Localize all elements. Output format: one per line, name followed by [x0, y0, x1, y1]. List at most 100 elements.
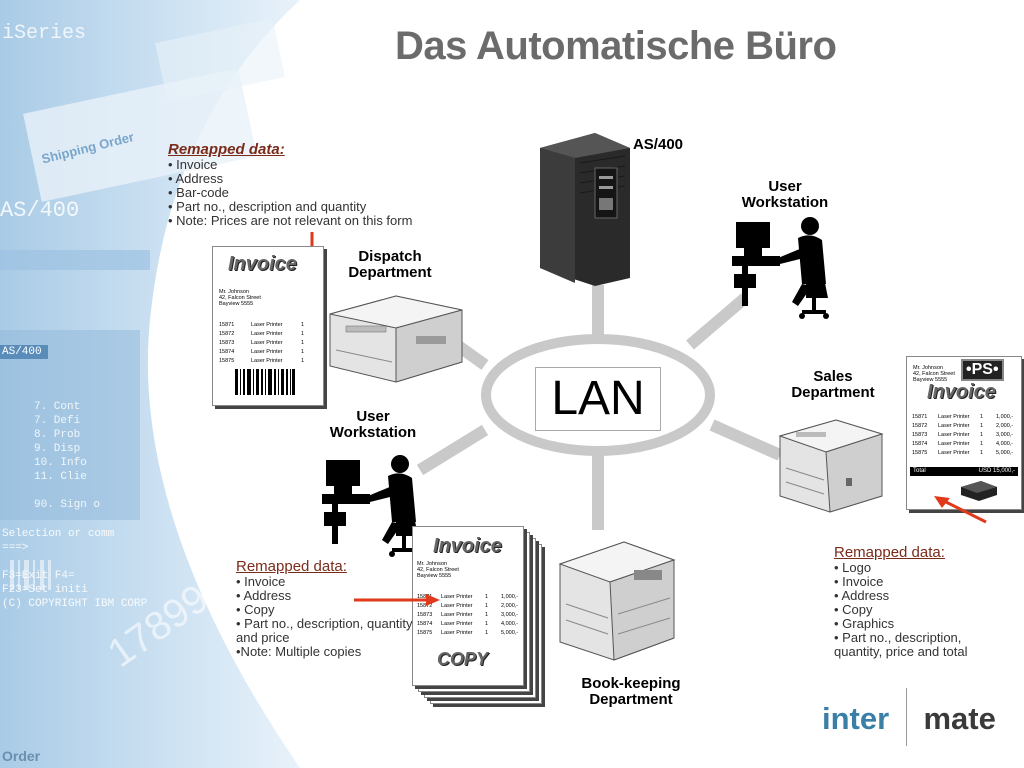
cell-qty: 1	[485, 603, 489, 609]
note-top-item: • Part no., description and quantity	[168, 199, 367, 214]
cell-qty: 1	[301, 340, 305, 346]
dispatch-printer-icon	[329, 295, 463, 383]
bg-menu-item: 10. Info	[34, 457, 87, 469]
address-line: Bayview 5555	[219, 301, 254, 307]
address-line: Mr. Johnson	[417, 561, 447, 567]
invoice-copy-address: Mr. Johnson 42, Falcon Street Bayview 55…	[417, 561, 459, 579]
note-bottom-item: • Copy	[236, 602, 275, 617]
note-top-heading: Remapped data:	[168, 141, 285, 158]
red-arrow-upleft-icon	[934, 496, 987, 524]
table-row: 15875 Laser Printer 1	[219, 357, 304, 366]
total-value: USD 15,000,-	[978, 468, 1015, 474]
table-row: 15871 Laser Printer 1 1,000,-	[417, 593, 518, 602]
cell-qty: 1	[301, 322, 305, 328]
bookkeeping-line1: Book-keeping	[581, 675, 681, 692]
sales-line1: Sales	[813, 368, 853, 385]
note-top: Remapped data: • Invoice • Address • Bar…	[168, 141, 468, 228]
user-workstation-left-line1: User	[356, 408, 390, 425]
as400-server-icon	[540, 133, 630, 286]
address-line: Mr. Johnson	[913, 365, 943, 371]
cell-qty: 1	[485, 621, 489, 627]
invoice-copy-title: Invoice	[433, 535, 502, 557]
bg-f3-line: F3=Exit F4=	[2, 570, 75, 582]
as400-label: AS/400	[632, 136, 684, 153]
cell-part: 15872	[219, 331, 235, 337]
cell-qty: 1	[980, 423, 984, 429]
barcode-icon	[235, 369, 295, 395]
invoice-sales: Mr. Johnson 42, Falcon Street Bayview 55…	[906, 356, 1022, 510]
address-line: Mr. Johnson	[219, 289, 249, 295]
cell-part: 15873	[912, 432, 928, 438]
cell-qty: 1	[485, 612, 489, 618]
cell-part: 15872	[912, 423, 928, 429]
cell-desc: Laser Printer	[938, 423, 970, 429]
cell-part: 15875	[417, 630, 433, 636]
cell-desc: Laser Printer	[441, 621, 473, 627]
invoice-dispatch-title: Invoice	[228, 253, 297, 275]
bg-copyright-line: (C) COPYRIGHT IBM CORP	[2, 598, 148, 610]
bg-selection-line: Selection or comm	[2, 528, 115, 540]
printer-graphic-icon	[961, 481, 997, 501]
cell-desc: Laser Printer	[938, 414, 970, 420]
user-workstation-top-label: User Workstation	[730, 179, 840, 211]
cell-desc: Laser Printer	[251, 358, 283, 364]
cell-part: 15871	[417, 594, 433, 600]
invoice-sales-address: Mr. Johnson 42, Falcon Street Bayview 55…	[913, 365, 955, 383]
cell-part: 15871	[219, 322, 235, 328]
dispatch-department-label: Dispatch Department	[335, 249, 445, 281]
cell-qty: 1	[485, 594, 489, 600]
invoice-sales-title: Invoice	[927, 381, 996, 403]
cell-desc: Laser Printer	[441, 603, 473, 609]
cell-part: 15873	[417, 612, 433, 618]
cell-desc: Laser Printer	[441, 612, 473, 618]
note-right-item: • Logo	[834, 560, 872, 575]
cell-desc: Laser Printer	[251, 340, 283, 346]
invoice-dispatch-address: Mr. Johnson 42, Falcon Street Bayview 55…	[219, 289, 261, 307]
note-top-item: • Address	[168, 171, 224, 186]
table-row: 15874 Laser Printer 1 4,000,-	[912, 440, 1013, 449]
bg-menu: 7. Cont 7. Defi 8. Prob 9. Disp 10. Info…	[34, 400, 100, 512]
bg-menu-item: 11. Clie	[34, 471, 87, 483]
cell-price: 4,000,-	[501, 621, 519, 627]
invoice-sales-total-row: Total USD 15,000,-	[910, 467, 1018, 476]
bg-f23-line: F23=Set initi	[2, 584, 88, 596]
intermate-logo: inter mate	[822, 688, 996, 750]
note-bottom-item: • Part no., description, quantity	[236, 616, 413, 631]
cell-desc: Laser Printer	[441, 594, 473, 600]
bg-order: Order	[2, 748, 41, 764]
note-right-item: • Address	[834, 588, 890, 603]
note-right-item: • Graphics	[834, 616, 895, 631]
user-workstation-top-icon	[732, 217, 829, 319]
cell-part: 15874	[912, 441, 928, 447]
note-top-item: • Bar-code	[168, 185, 229, 200]
sales-line2: Department	[791, 384, 875, 401]
user-workstation-top-line2: Workstation	[741, 194, 829, 211]
cell-price: 3,000,-	[996, 432, 1014, 438]
cell-price: 1,000,-	[501, 594, 519, 600]
total-label: Total	[913, 468, 926, 474]
logo-divider	[905, 688, 907, 746]
red-arrow-right-icon	[354, 594, 440, 606]
cell-qty: 1	[301, 358, 305, 364]
ps-logo: •PS•	[961, 359, 1004, 381]
sales-printer-icon	[778, 419, 884, 513]
note-bottom: Remapped data: • Invoice • Address • Cop…	[236, 558, 436, 659]
dispatch-line1: Dispatch	[358, 248, 422, 265]
invoice-dispatch: Invoice Mr. Johnson 42, Falcon Street Ba…	[212, 246, 324, 406]
cell-desc: Laser Printer	[938, 432, 970, 438]
logo-part-mate: mate	[923, 701, 996, 737]
cell-desc: Laser Printer	[938, 441, 970, 447]
note-bottom-item: and price	[236, 630, 290, 645]
cell-qty: 1	[301, 349, 305, 355]
cell-qty: 1	[980, 441, 984, 447]
cell-price: 5,000,-	[501, 630, 519, 636]
cell-price: 4,000,-	[996, 441, 1014, 447]
user-workstation-left-line2: Workstation	[329, 424, 417, 441]
cell-part: 15875	[219, 358, 235, 364]
cell-desc: Laser Printer	[251, 322, 283, 328]
note-right-item: • Copy	[834, 602, 873, 617]
